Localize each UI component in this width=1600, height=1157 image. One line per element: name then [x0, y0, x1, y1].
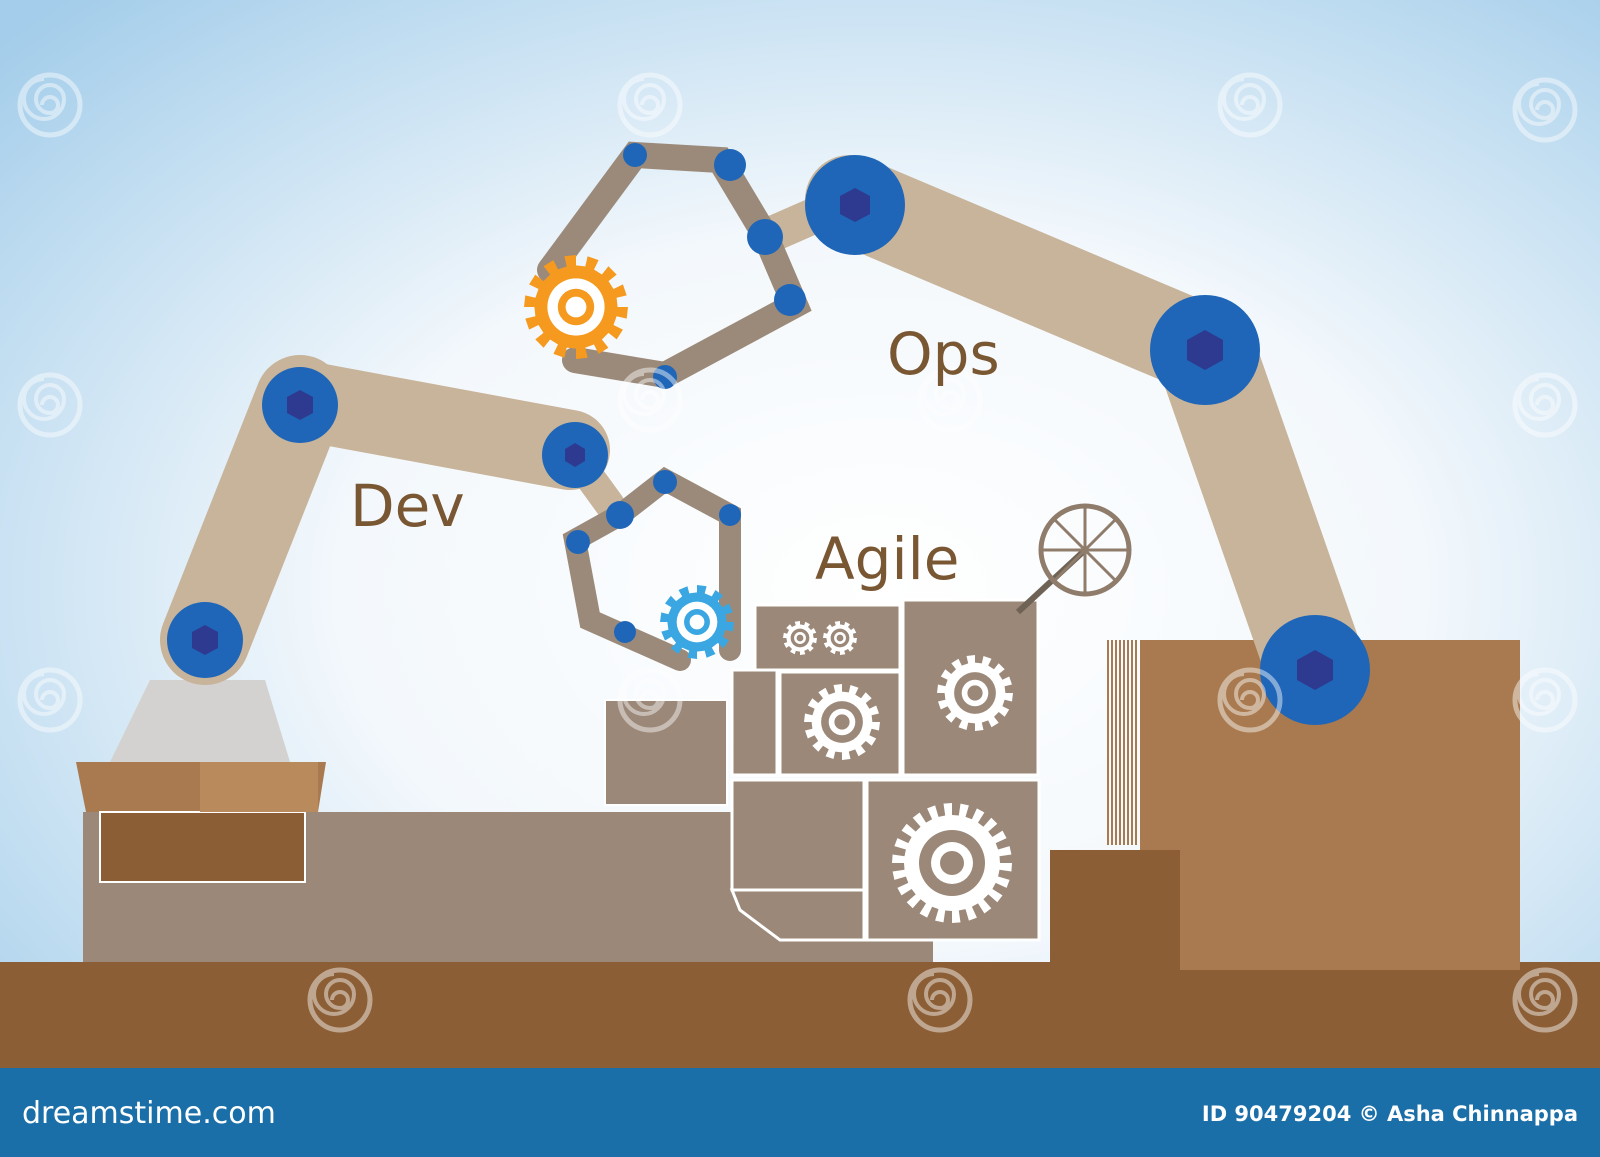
- joint-icon: [1260, 615, 1370, 725]
- watermark-spiral-icon: [907, 967, 973, 1033]
- dev-label: Dev: [350, 472, 465, 540]
- joint-icon: [1150, 295, 1260, 405]
- dev-robot-base: [110, 680, 290, 762]
- footer-credit: ID 90479204 © Asha Chinnappa: [1201, 1102, 1578, 1126]
- footer-site-name: dreamstime.com: [22, 1096, 276, 1131]
- ground: [0, 962, 1600, 1068]
- footer-bar: [0, 1068, 1600, 1157]
- watermark-spiral-icon: [617, 667, 683, 733]
- watermark-spiral-icon: [17, 667, 83, 733]
- joint-icon: [167, 602, 243, 678]
- gears: [524, 255, 1013, 923]
- watermark-spiral-icon: [617, 72, 683, 138]
- gear-icon: [892, 803, 1012, 923]
- watermark-spiral-icon: [617, 367, 683, 433]
- agile-machine: [729, 598, 1041, 942]
- agile-label: Agile: [815, 525, 960, 593]
- small-crate: [604, 699, 728, 806]
- watermark-spiral-icon: [307, 967, 373, 1033]
- watermark-spiral-icon: [1512, 372, 1578, 438]
- gear-icon: [524, 255, 628, 359]
- watermark-spiral-icon: [1217, 72, 1283, 138]
- gear-icon: [783, 621, 817, 655]
- joint-icon: [262, 367, 338, 443]
- watermark-spiral-icon: [1512, 967, 1578, 1033]
- joint-icon: [542, 422, 608, 488]
- ops-gripper: [537, 141, 812, 389]
- gear-icon: [804, 684, 880, 760]
- ops-label: Ops: [887, 320, 1000, 388]
- watermark-spiral-icon: [17, 72, 83, 138]
- left-box: [76, 762, 326, 883]
- gear-icon: [660, 585, 734, 659]
- gear-icon: [937, 655, 1013, 731]
- watermark-spiral-icon: [1512, 77, 1578, 143]
- joints: [167, 143, 1370, 725]
- watermark-spiral-icon: [1217, 667, 1283, 733]
- watermark-spiral-icon: [917, 367, 983, 433]
- gear-icon: [823, 621, 857, 655]
- watermark-spiral-icon: [17, 372, 83, 438]
- dev-gripper: [562, 466, 741, 671]
- joint-icon: [805, 155, 905, 255]
- wheel-icon: [1015, 503, 1132, 615]
- watermark-spiral-icon: [1512, 667, 1578, 733]
